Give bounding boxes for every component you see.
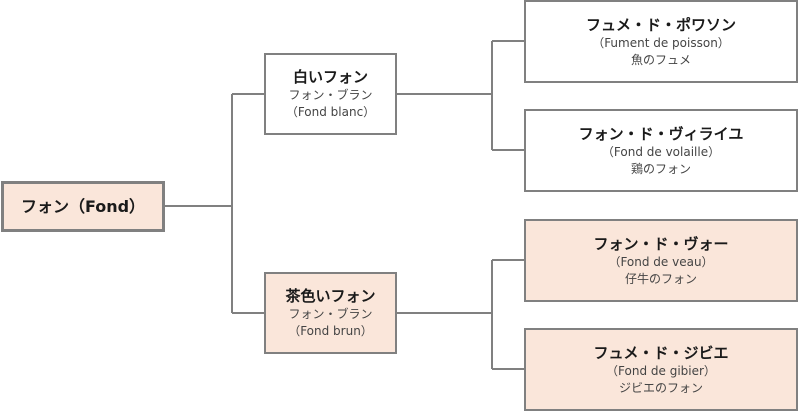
leaf-node-fond-de-volaille: フォン・ド・ヴィライユ （Fond de volaille） 鶏のフォン <box>524 109 798 192</box>
leaf-node-japanese: 鶏のフォン <box>630 161 691 176</box>
leaf-node-fumet-de-gibier: フュメ・ド・ジビエ （Fond de gibier） ジビエのフォン <box>524 328 798 411</box>
branch-node-french: （Fond blanc） <box>285 105 376 119</box>
leaf-node-french: （Fond de volaille） <box>601 144 721 159</box>
branch-node-title: 茶色いフォン <box>285 287 376 305</box>
leaf-node-japanese: 魚のフュメ <box>630 52 691 67</box>
leaf-node-title: フォン・ド・ヴォー <box>593 234 729 253</box>
leaf-node-title: フュメ・ド・ポワソン <box>585 15 736 34</box>
branch-node-katakana: フォン・ブラン <box>288 307 373 321</box>
branch-node-fond-blanc: 白いフォン フォン・ブラン （Fond blanc） <box>264 53 397 135</box>
branch-node-french: （Fond brun） <box>288 324 373 338</box>
leaf-node-title: フュメ・ド・ジビエ <box>593 343 729 362</box>
leaf-node-japanese: 仔牛のフォン <box>624 271 697 286</box>
leaf-node-japanese: ジビエのフォン <box>618 380 703 395</box>
leaf-node-french: （Fument de poisson） <box>592 35 730 50</box>
leaf-node-fumet-de-poisson: フュメ・ド・ポワソン （Fument de poisson） 魚のフュメ <box>524 0 798 83</box>
leaf-node-french: （Fond de gibier） <box>606 363 716 378</box>
leaf-node-fond-de-veau: フォン・ド・ヴォー （Fond de veau） 仔牛のフォン <box>524 219 798 302</box>
leaf-node-french: （Fond de veau） <box>608 254 714 269</box>
root-node-title: フォン（Fond） <box>20 196 146 216</box>
branch-node-katakana: フォン・ブラン <box>288 88 373 102</box>
leaf-node-title: フォン・ド・ヴィライユ <box>578 124 744 143</box>
branch-node-fond-brun: 茶色いフォン フォン・ブラン （Fond brun） <box>264 272 397 354</box>
root-node-fond: フォン（Fond） <box>1 181 165 232</box>
branch-node-title: 白いフォン <box>292 68 368 86</box>
